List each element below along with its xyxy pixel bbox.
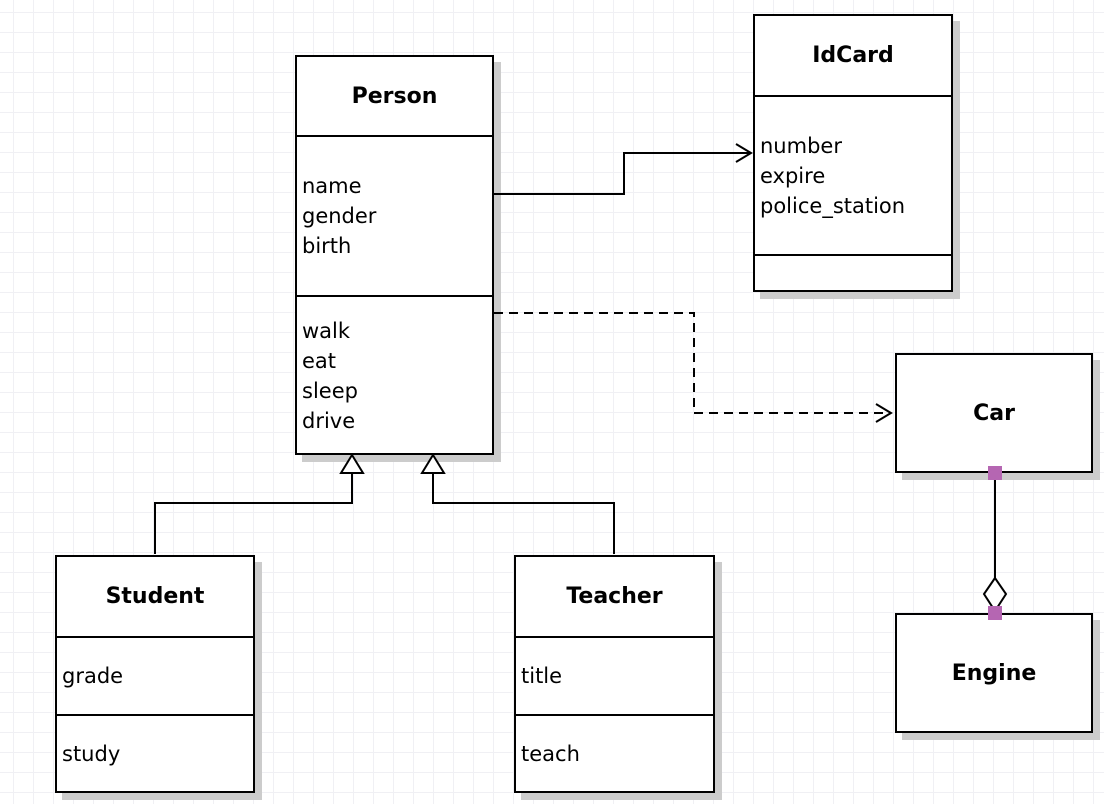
member-label: title [521, 664, 563, 688]
member-label: study [62, 741, 121, 766]
member-label: grade [62, 664, 124, 688]
member-label: expire [760, 163, 826, 188]
hollow-triangle-icon [339, 453, 365, 474]
open-arrowhead-icon [735, 143, 753, 163]
member-label: teach [521, 741, 580, 766]
aggregation-car-engine[interactable] [982, 474, 1008, 613]
class-box-engine[interactable]: Engine [895, 613, 1093, 733]
generalization-student-person[interactable] [154, 453, 365, 554]
attributes-compartment: grade [57, 636, 253, 714]
class-box-student[interactable]: Student grade study [55, 555, 255, 793]
hollow-diamond-icon [982, 576, 1008, 613]
class-title: IdCard [812, 43, 894, 68]
member-label: eat [302, 349, 337, 373]
association-person-idcard[interactable] [494, 143, 753, 195]
member-label: walk [302, 319, 351, 343]
class-title: Engine [951, 660, 1037, 686]
dependency-person-car[interactable] [494, 312, 893, 423]
class-title: Car [973, 400, 1015, 426]
member-label: number [760, 133, 842, 158]
methods-compartment: walk eat sleep drive [297, 295, 492, 455]
attributes-compartment: name gender birth [297, 135, 492, 295]
member-label: name [302, 174, 362, 198]
member-label: birth [302, 234, 352, 258]
member-label: gender [302, 204, 377, 228]
class-title: Student [105, 584, 205, 609]
hollow-triangle-icon [420, 453, 446, 474]
methods-compartment: study [57, 714, 253, 791]
methods-compartment [755, 254, 951, 290]
generalization-teacher-person[interactable] [420, 453, 615, 554]
member-label: sleep [302, 379, 358, 403]
class-box-idcard[interactable]: IdCard number expire police_station [753, 14, 953, 292]
member-label: drive [302, 409, 356, 433]
attributes-compartment: title [516, 636, 713, 714]
class-box-teacher[interactable]: Teacher title teach [514, 555, 715, 793]
class-title: Teacher [566, 584, 663, 609]
member-label: police_station [760, 193, 906, 218]
methods-compartment: teach [516, 714, 713, 791]
attributes-compartment: number expire police_station [755, 95, 951, 254]
class-box-car[interactable]: Car [895, 353, 1093, 473]
open-arrowhead-icon [875, 403, 893, 423]
class-box-person[interactable]: Person name gender birth walk eat sleep drive [295, 55, 494, 455]
class-title: Person [351, 83, 438, 109]
